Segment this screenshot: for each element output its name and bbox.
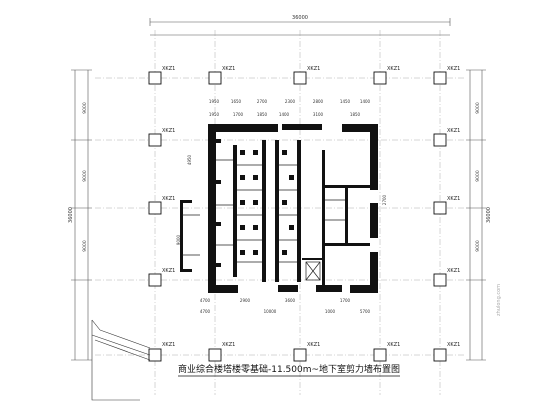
- column-box: [148, 201, 162, 215]
- core-dim: 4700: [200, 298, 211, 303]
- top-overall-dimension: 36000: [292, 15, 308, 21]
- column-box: [293, 71, 307, 85]
- column-box: [148, 133, 162, 147]
- core-dim: 1700: [340, 298, 351, 303]
- column-box: [148, 71, 162, 85]
- core-dim: 2300: [285, 99, 296, 104]
- core-dim: 3100: [313, 112, 324, 117]
- column-label: XKZ1: [447, 268, 460, 274]
- column-label: XKZ1: [447, 66, 460, 72]
- core-left-dimensions: 4950 9000: [176, 154, 192, 245]
- column-label: XKZ1: [162, 128, 175, 134]
- core-dim: 1400: [279, 112, 290, 117]
- core-dim: 1000: [325, 309, 336, 314]
- column-label: XKZ1: [162, 268, 175, 274]
- right-span-label: 9000: [475, 170, 481, 182]
- column-label: XKZ1: [307, 342, 320, 348]
- core-bottom-dimensions: 4700 2900 3600 1700 4700 10000 1000 5700: [200, 298, 371, 314]
- core-dim: 1400: [360, 99, 371, 104]
- column-label: XKZ1: [387, 342, 400, 348]
- column-label: XKZ1: [162, 342, 175, 348]
- right-span-label: 9000: [475, 240, 481, 252]
- column-box: [148, 273, 162, 287]
- watermark-text: zhulong.com: [496, 284, 502, 316]
- wall-markers: [215, 139, 294, 267]
- core-dim: 2700: [257, 99, 268, 104]
- left-span-label: 9000: [82, 102, 88, 114]
- left-span-label: 9000: [82, 240, 88, 252]
- core-dim: 1700: [233, 112, 244, 117]
- column-label: XKZ1: [447, 342, 460, 348]
- grid-axes: [95, 30, 465, 395]
- shear-walls: [180, 124, 378, 293]
- column-box: [208, 348, 222, 362]
- left-span-labels: 9000 9000 9000: [82, 102, 88, 252]
- right-span-labels: 9000 9000 9000: [475, 102, 481, 252]
- column-box: [373, 71, 387, 85]
- columns: [148, 71, 447, 362]
- column-box: [433, 133, 447, 147]
- column-label: XKZ1: [162, 66, 175, 72]
- column-box: [433, 201, 447, 215]
- interior-lines: [182, 159, 345, 281]
- column-label: XKZ1: [162, 196, 175, 202]
- column-box: [433, 273, 447, 287]
- column-box: [148, 348, 162, 362]
- left-overall-dimension: 36000: [68, 207, 74, 223]
- column-label: XKZ1: [222, 342, 235, 348]
- left-span-label: 9000: [82, 170, 88, 182]
- column-labels: XKZ1 XKZ1 XKZ1 XKZ1 XKZ1 XKZ1 XKZ1 XKZ1 …: [162, 66, 460, 348]
- column-label: XKZ1: [307, 66, 320, 72]
- right-core-dimension: 2700: [382, 194, 387, 205]
- core-dim: 1450: [340, 99, 351, 104]
- column-box: [433, 348, 447, 362]
- column-box: [293, 348, 307, 362]
- core-dim: 1650: [231, 99, 242, 104]
- core-top-dimensions: 1950 1650 2700 2300 2800 1450 1400 1950 …: [209, 99, 371, 117]
- core-dim: 1950: [209, 112, 220, 117]
- column-label: XKZ1: [447, 128, 460, 134]
- site-edge: [91, 319, 151, 401]
- core-dim: 4950: [187, 154, 192, 165]
- column-box: [433, 71, 447, 85]
- column-box: [208, 71, 222, 85]
- core-dim: 1950: [209, 99, 220, 104]
- core-dim: 1850: [257, 112, 268, 117]
- right-overall-dimension: 36000: [486, 207, 492, 223]
- column-label: XKZ1: [387, 66, 400, 72]
- core-dim: 2900: [240, 298, 251, 303]
- core-dim: 3600: [285, 298, 296, 303]
- core-dim: 9000: [176, 234, 181, 245]
- column-box: [373, 348, 387, 362]
- right-span-label: 9000: [475, 102, 481, 114]
- dimension-lines: [71, 18, 486, 361]
- column-label: XKZ1: [222, 66, 235, 72]
- drawing-title: 商业综合楼塔楼零基础-11.500m~地下室剪力墙布置图: [178, 363, 400, 375]
- core-dim: 2800: [313, 99, 324, 104]
- column-label: XKZ1: [447, 196, 460, 202]
- core-dim: 5700: [360, 309, 371, 314]
- core-dim: 4700: [200, 309, 211, 314]
- core-dim: 10000: [264, 309, 277, 314]
- core-dim: 1850: [350, 112, 361, 117]
